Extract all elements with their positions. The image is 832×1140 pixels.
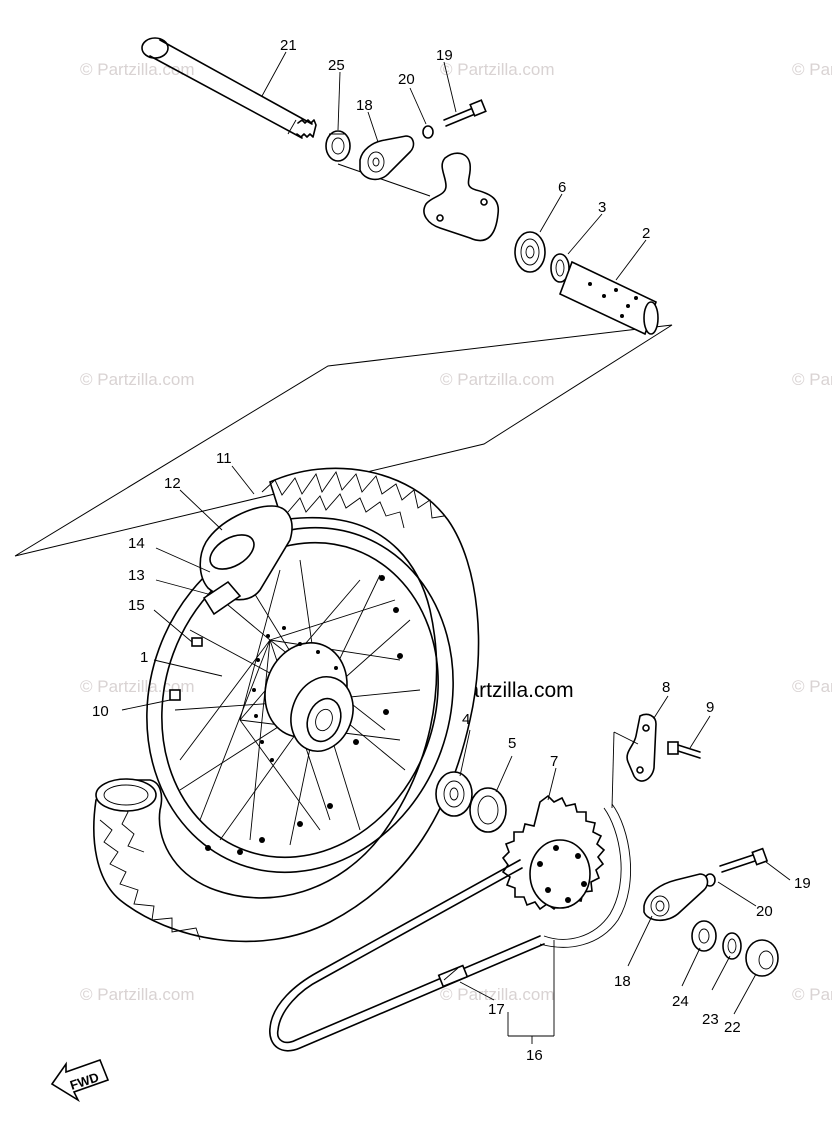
part-chain-adjuster-bottom <box>643 873 709 922</box>
callout-9: 9 <box>706 699 714 716</box>
watermark-tile: © Partzilla.com <box>80 985 195 1004</box>
callout-labels: 21 25 19 20 18 6 3 2 11 12 14 13 15 1 10… <box>92 37 811 1064</box>
callout-21: 21 <box>280 37 297 54</box>
part-washer <box>722 932 742 960</box>
part-axle <box>141 37 317 139</box>
part-chain-on-sprocket <box>539 803 632 948</box>
watermark-tile: © Partzilla.com <box>80 60 195 79</box>
callout-18-bottom: 18 <box>614 973 631 990</box>
part-collar-bottom <box>745 939 779 977</box>
axle-guide-line <box>337 163 431 197</box>
watermark-tile: © Partzilla.com <box>440 985 555 1004</box>
watermark-tile: © Partzilla.com <box>440 60 555 79</box>
callout-6: 6 <box>558 179 566 196</box>
callout-19-bottom: 19 <box>794 875 811 892</box>
leader-lines <box>121 51 791 1044</box>
callout-19: 19 <box>436 47 453 64</box>
callout-10: 10 <box>92 703 109 720</box>
callout-17: 17 <box>488 1001 505 1018</box>
part-bearing-top <box>514 231 546 273</box>
part-nut <box>325 130 351 162</box>
callout-12: 12 <box>164 475 181 492</box>
part-collar <box>558 260 659 336</box>
watermark-tile: © Partzilla.com <box>792 985 832 1004</box>
callout-24: 24 <box>672 993 689 1010</box>
callout-1: 1 <box>140 649 148 666</box>
watermark-tile: © Partzilla.com <box>80 370 195 389</box>
part-brake-plate <box>423 152 500 242</box>
part-chain-adjuster-top <box>359 135 415 181</box>
watermark-tile: © Partzilla.com <box>440 370 555 389</box>
part-bolt-bottom <box>704 847 769 887</box>
part-wheel <box>93 467 480 943</box>
callout-23: 23 <box>702 1011 719 1028</box>
part-tube-and-band <box>199 505 293 616</box>
callout-3: 3 <box>598 199 606 216</box>
callout-18: 18 <box>356 97 373 114</box>
callout-20: 20 <box>398 71 415 88</box>
watermark-tile: © Partzilla.com <box>792 370 832 389</box>
callout-16: 16 <box>526 1047 543 1064</box>
watermark-tile: © Partzilla.com <box>792 60 832 79</box>
callout-8: 8 <box>662 679 670 696</box>
callout-13: 13 <box>128 567 145 584</box>
hub-holes <box>252 626 338 762</box>
callout-2: 2 <box>642 225 650 242</box>
part-chain <box>269 859 545 1052</box>
callout-4: 4 <box>462 711 470 728</box>
watermark-tile: © Partzilla.com <box>792 677 832 696</box>
callout-14: 14 <box>128 535 145 552</box>
callout-5: 5 <box>508 735 516 752</box>
spoke-nipples <box>205 575 403 855</box>
watermarks: © Partzilla.com © Partzilla.com © Partzi… <box>80 60 832 1004</box>
part-oil-seal <box>469 787 507 833</box>
part-bolt-small <box>667 741 701 759</box>
callout-20-bottom: 20 <box>756 903 773 920</box>
forward-direction-arrow: FWD <box>50 1058 110 1103</box>
callout-25: 25 <box>328 57 345 74</box>
part-spacer <box>691 920 717 952</box>
callout-22: 22 <box>724 1019 741 1036</box>
part-bolt-top <box>422 99 487 139</box>
part-adjuster-plate <box>626 713 657 782</box>
callout-11: 11 <box>216 450 232 467</box>
part-sprocket <box>501 794 606 911</box>
callout-15: 15 <box>128 597 145 614</box>
callout-7: 7 <box>550 753 558 770</box>
part-bearing-hub <box>435 771 473 817</box>
